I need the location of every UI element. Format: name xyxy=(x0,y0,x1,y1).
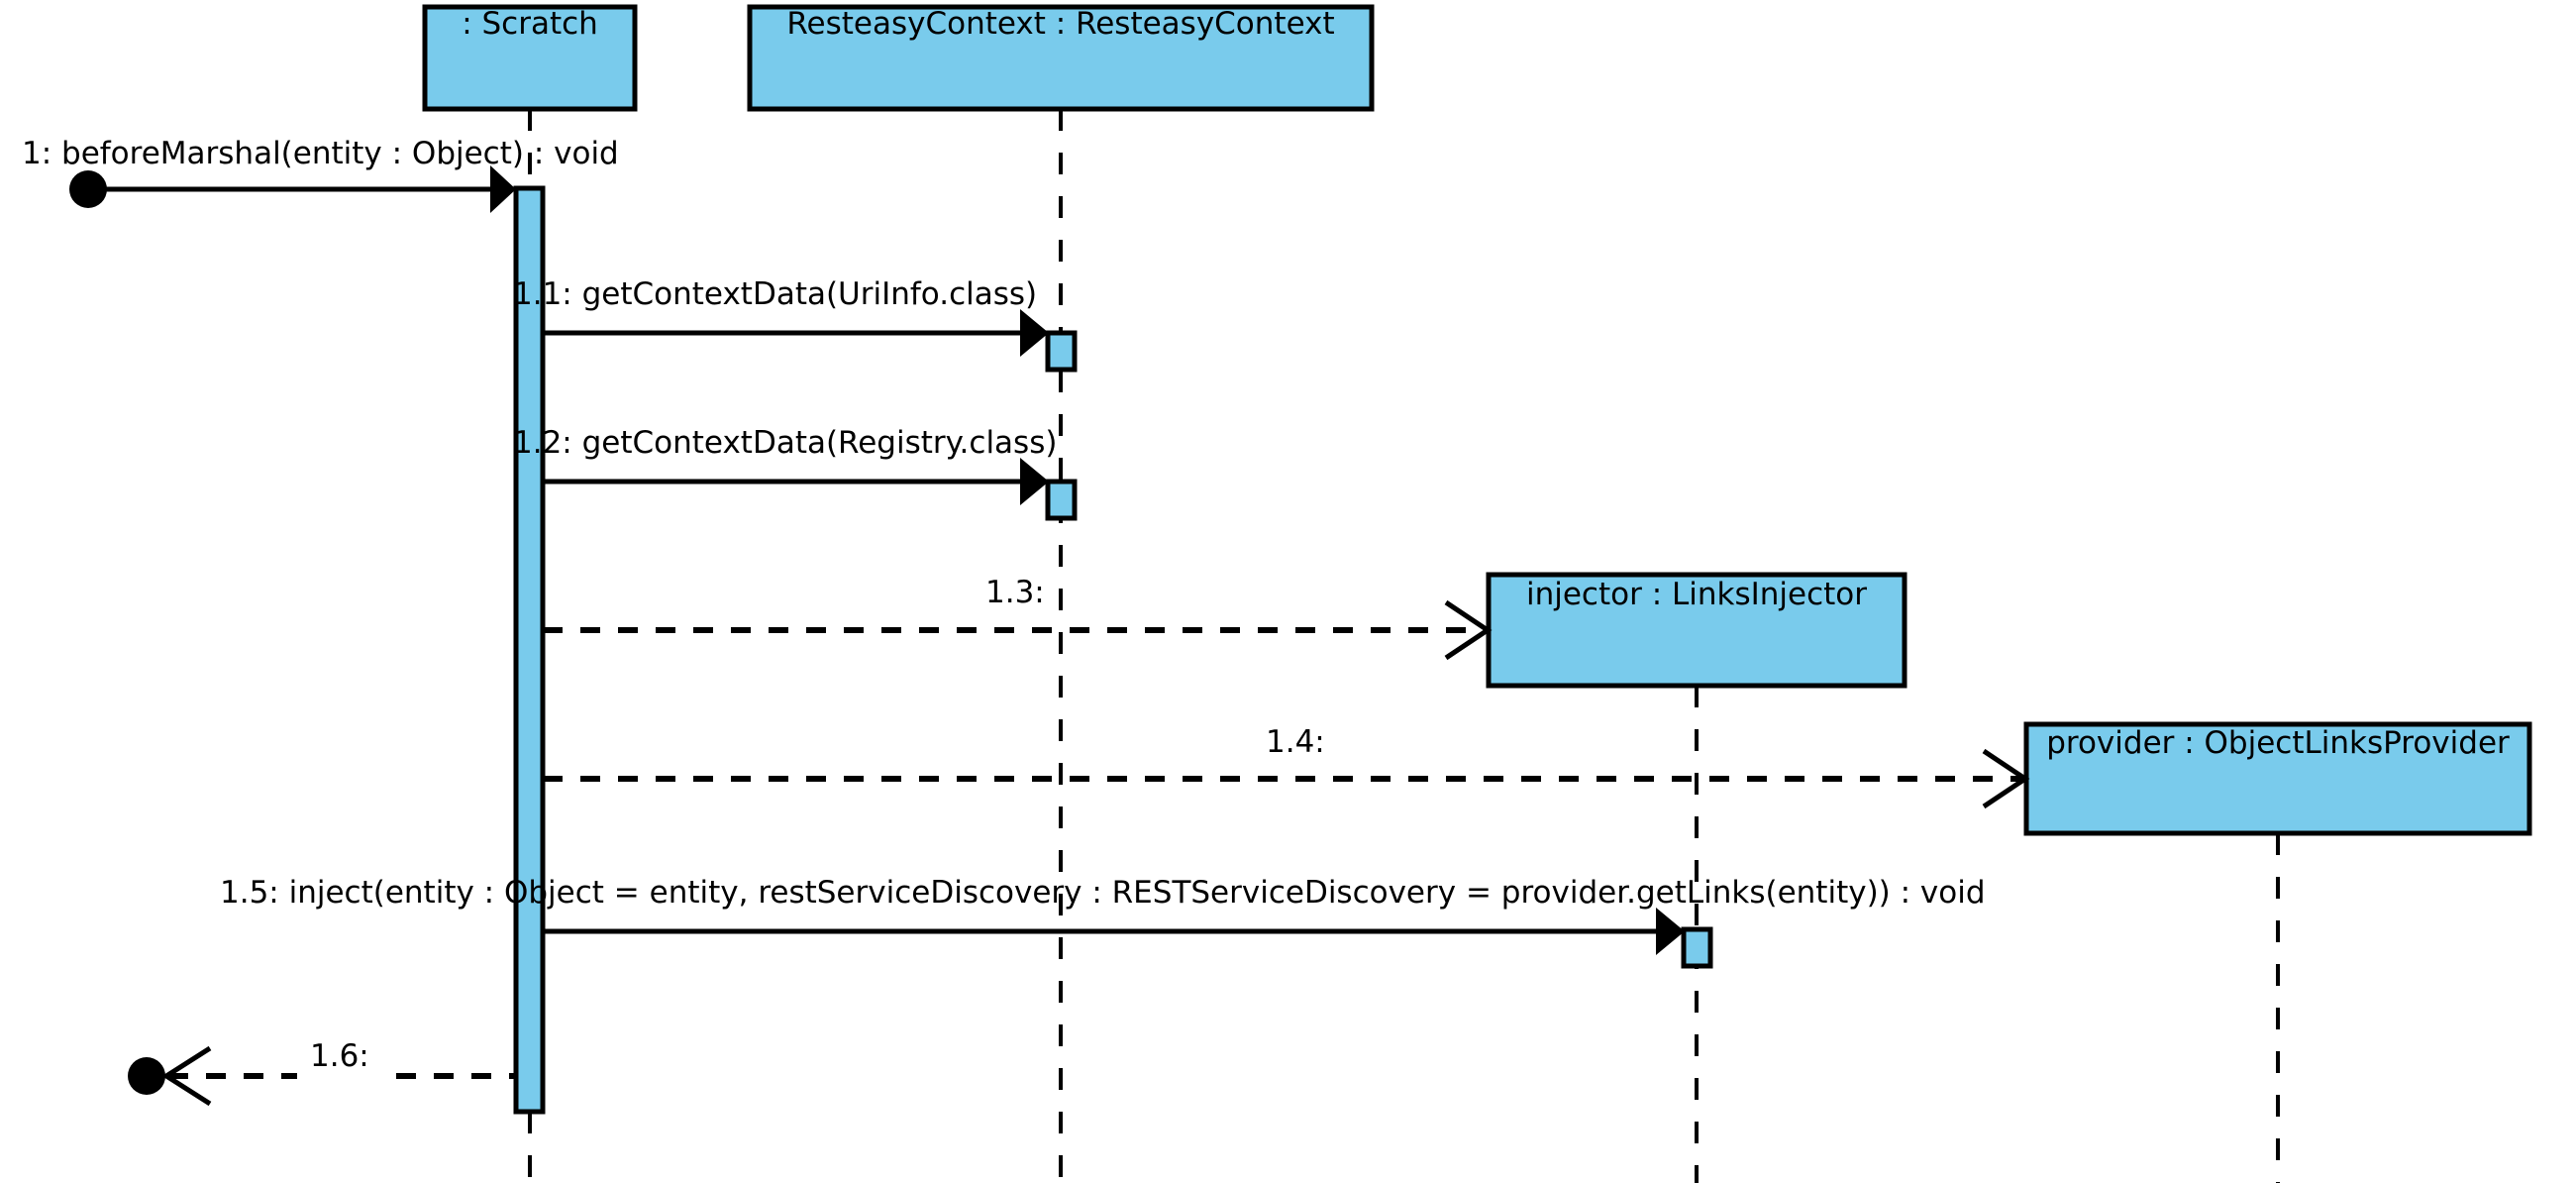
message-arrowhead-1-2 xyxy=(1020,458,1049,505)
activation-bar-injector xyxy=(1681,926,1713,969)
message-arrowhead-1 xyxy=(490,165,516,213)
message-1-2[interactable]: 1.2: getContextData(Registry.class) xyxy=(513,425,1057,505)
message-label-1-1: 1.1: getContextData(UriInfo.class) xyxy=(513,276,1037,312)
participant-provider[interactable]: provider : ObjectLinksProvider xyxy=(2023,721,2532,836)
message-arrowhead-1-5 xyxy=(1656,908,1685,955)
message-label-1-6: 1.6: xyxy=(310,1038,369,1074)
message-1-3[interactable]: 1.3: xyxy=(543,575,1493,661)
message-1-5[interactable]: 1.5: inject(entity : Object = entity, re… xyxy=(220,875,1986,955)
participant-label-scratch: : Scratch xyxy=(462,6,598,42)
message-1[interactable]: 1: beforeMarshal(entity : Object) : void xyxy=(22,136,619,213)
participant-scratch[interactable]: : Scratch xyxy=(422,4,638,112)
activation-bar-scratch xyxy=(513,185,546,1115)
message-arrowhead-1-3 xyxy=(1444,599,1493,661)
message-arrowhead-1-6 xyxy=(161,1045,212,1107)
participant-label-provider: provider : ObjectLinksProvider xyxy=(2046,725,2510,761)
message-arrowhead-1-1 xyxy=(1020,309,1049,357)
message-label-1-3: 1.3: xyxy=(985,575,1045,610)
message-1-6[interactable]: 1.6: xyxy=(128,1038,516,1107)
participant-label-resteasycontext: ResteasyContext : ResteasyContext xyxy=(786,6,1334,42)
participant-label-injector: injector : LinksInjector xyxy=(1526,577,1867,612)
participant-box-resteasycontext[interactable] xyxy=(747,4,1375,112)
message-1-1[interactable]: 1.1: getContextData(UriInfo.class) xyxy=(513,276,1049,357)
message-label-1-4: 1.4: xyxy=(1266,724,1325,760)
message-label-1-2: 1.2: getContextData(Registry.class) xyxy=(513,425,1057,461)
activation-bar-resteasycontext-2 xyxy=(1045,479,1078,521)
participant-resteasycontext[interactable]: ResteasyContext : ResteasyContext xyxy=(747,4,1375,112)
participant-injector[interactable]: injector : LinksInjector xyxy=(1486,572,1907,689)
message-label-1-5: 1.5: inject(entity : Object = entity, re… xyxy=(220,875,1986,911)
participant-box-scratch[interactable] xyxy=(422,4,638,112)
lifelines-group xyxy=(528,109,2280,1183)
activation-bar-resteasycontext-1 xyxy=(1045,330,1078,373)
message-arrowhead-1-4 xyxy=(1982,748,2030,809)
message-label-1: 1: beforeMarshal(entity : Object) : void xyxy=(22,136,619,171)
lost-message-end-dot xyxy=(128,1057,165,1095)
message-1-4[interactable]: 1.4: xyxy=(543,724,2030,809)
